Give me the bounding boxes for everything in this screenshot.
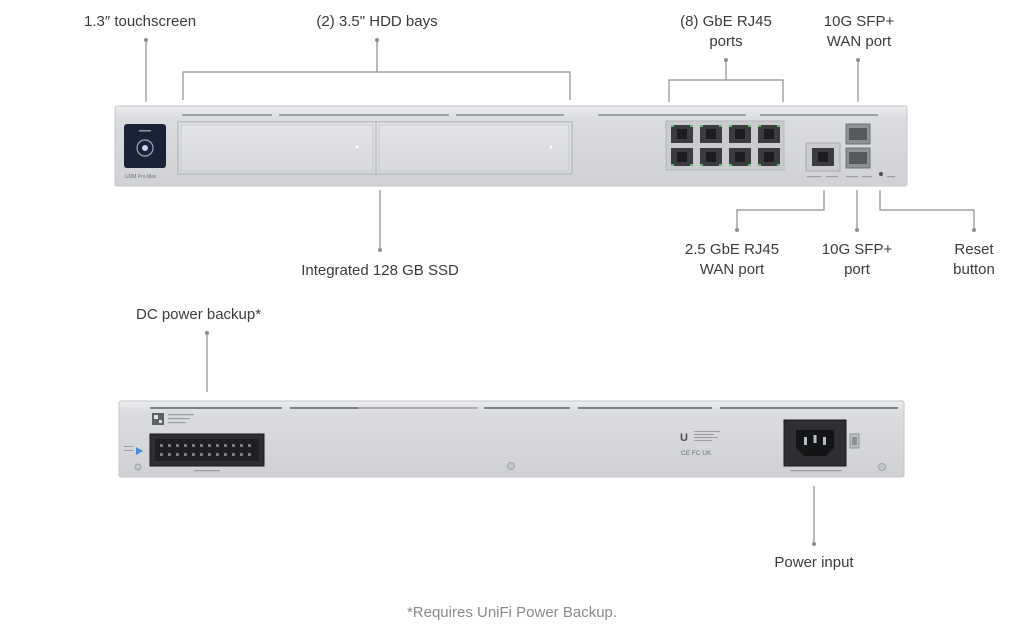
dc-connector-caption (194, 470, 220, 472)
rj45-port-8[interactable] (758, 148, 780, 166)
footnote: *Requires UniFi Power Backup. (406, 604, 618, 621)
dc-power-backup-connector[interactable] (149, 433, 265, 467)
rear-qr-label (152, 413, 194, 425)
dc-backup-label: DC power backup* (136, 306, 262, 323)
rj45-ports-label-line1: (8) GbE RJ45 (680, 13, 772, 30)
ssd-label: Integrated 128 GB SSD (301, 262, 459, 279)
sfp-wan-label: 10G SFP+ WAN port (812, 12, 906, 52)
rj45-port-5[interactable] (671, 148, 693, 166)
leader-rj45-ports (668, 58, 784, 102)
leader-power-input (812, 486, 816, 546)
touchscreen-label: 1.3″ touchscreen (84, 13, 197, 30)
touchscreen[interactable] (124, 124, 166, 168)
sfp-port-label-line1: 10G SFP+ (821, 241, 893, 258)
sfp-wan-label-line2: WAN port (826, 33, 892, 50)
sfp-port-label-line2: port (844, 261, 870, 278)
leader-wan25 (735, 190, 825, 232)
front-vents (182, 114, 878, 116)
wan25-label-line2: WAN port (699, 261, 765, 278)
reset-button[interactable] (879, 172, 883, 176)
rj45-port-3[interactable] (729, 125, 751, 143)
leader-hdd-bays (182, 38, 571, 100)
rj45-port-6[interactable] (700, 148, 722, 166)
power-input-label: Power input (774, 554, 854, 571)
wan25-label: 2.5 GbE RJ45 WAN port (672, 240, 792, 280)
rear-panel: U CE FC UK (118, 400, 905, 478)
power-switch-icon[interactable] (849, 433, 860, 449)
rear-spec-lines (694, 431, 720, 441)
dc-side-caption (124, 446, 133, 451)
rear-screw-icon (134, 463, 142, 471)
rj45-port-7[interactable] (729, 148, 751, 166)
reset-button-label-line2: button (953, 261, 995, 278)
rear-vents (150, 407, 898, 409)
hdd-bay-2[interactable] (375, 121, 573, 175)
leader-reset (879, 190, 976, 232)
rear-cert-marks: CE FC UK (681, 450, 712, 457)
sfp-port[interactable] (845, 147, 871, 169)
leader-sfp-wan (856, 58, 860, 102)
power-input-caption (790, 470, 842, 472)
dc-indicator-icon (136, 447, 143, 455)
front-port-captions (807, 176, 895, 178)
leader-ssd (378, 190, 382, 252)
leader-dc-backup (205, 331, 209, 392)
power-input-socket[interactable] (783, 419, 847, 467)
wan25-label-line1: 2.5 GbE RJ45 (684, 241, 780, 258)
rj45-port-4[interactable] (758, 125, 780, 143)
rj45-port-block (665, 120, 785, 171)
sfp-wan-port[interactable] (845, 123, 871, 145)
sfp-port-label: 10G SFP+ port (812, 240, 902, 280)
rj45-ports-label-line2: ports (709, 33, 743, 50)
sfp-wan-label-line1: 10G SFP+ (823, 13, 895, 30)
rj45-port-2[interactable] (700, 125, 722, 143)
hdd-bay-1[interactable] (177, 121, 377, 175)
rj45-port-1[interactable] (671, 125, 693, 143)
reset-button-label: Reset button (942, 240, 1006, 280)
front-model-text: UDM Pro Max (125, 174, 157, 180)
wan25-port[interactable] (805, 142, 841, 172)
rear-screw-icon (507, 462, 515, 470)
leader-touchscreen (144, 38, 148, 102)
front-panel: UDM Pro Max (114, 105, 908, 187)
leader-sfp-port (855, 190, 859, 232)
rear-logo-icon: U (680, 432, 688, 444)
hdd-bays-label: (2) 3.5" HDD bays (316, 13, 438, 30)
rear-screw-icon (878, 463, 886, 471)
reset-button-label-line1: Reset (954, 241, 994, 258)
rj45-ports-label: (8) GbE RJ45 ports (666, 12, 786, 52)
